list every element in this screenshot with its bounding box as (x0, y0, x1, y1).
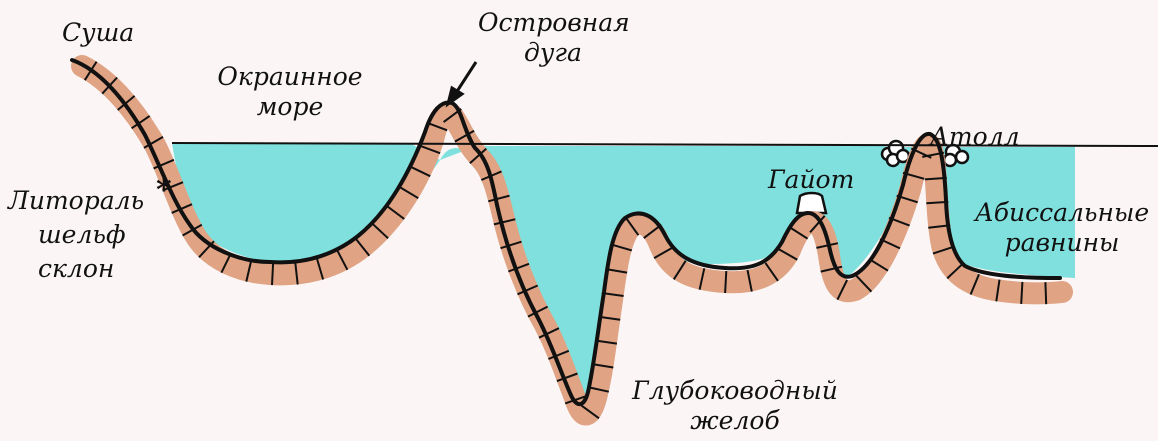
guyot-cap (797, 193, 826, 213)
crust-hatch-mark (1021, 282, 1022, 304)
label-marginal-sea: Окраинное море (210, 62, 370, 122)
label-island-arc: Островная дуга (478, 8, 628, 68)
label-trench-line1: Глубоководный (620, 376, 850, 406)
label-island-arc-line1: Островная (478, 8, 628, 38)
label-trench: Глубоководный желоб (620, 376, 850, 436)
label-shelf: шельф (38, 220, 126, 250)
crust-hatch-mark (1045, 282, 1046, 304)
label-trench-line2: желоб (620, 406, 850, 436)
label-abyssal-plains: Абиссальные равнины (970, 198, 1154, 258)
crust-hatch-mark (725, 271, 726, 293)
label-abyssal-plains-line1: Абиссальные (970, 198, 1154, 228)
island-arc-arrow (448, 62, 476, 104)
label-marginal-sea-line2: море (210, 92, 370, 122)
label-littoral: Литораль (8, 186, 144, 216)
label-abyssal-plains-line2: равнины (970, 228, 1154, 258)
label-land: Суша (62, 18, 134, 48)
label-marginal-sea-line1: Окраинное (210, 62, 370, 92)
crust-hatch-mark (272, 263, 273, 285)
label-atoll: Атолл (930, 122, 1020, 152)
label-island-arc-line2: дуга (478, 38, 628, 68)
littoral-asterisk: * (156, 176, 172, 206)
label-slope: склон (38, 254, 114, 284)
label-guyot: Гайот (768, 165, 854, 195)
